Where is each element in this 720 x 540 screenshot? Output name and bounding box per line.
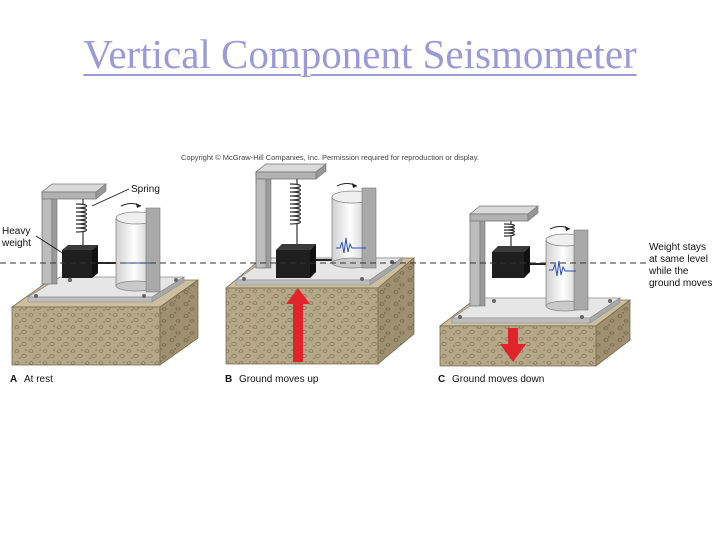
heavy-weight-a xyxy=(62,245,118,278)
spring-label: Spring xyxy=(131,184,160,195)
frame-c xyxy=(468,205,540,307)
heavy-weight-label-line1: Heavy xyxy=(2,226,30,237)
seismogram-trace-b xyxy=(336,237,366,254)
spring-b xyxy=(289,179,302,244)
heavy-weight-b xyxy=(276,244,336,278)
panel-c-letter: C xyxy=(438,374,445,385)
recording-drum-a xyxy=(115,203,161,293)
frame-b xyxy=(254,163,328,269)
weight-stays-label-line1: Weight stays xyxy=(649,242,706,253)
weight-stays-label-line2: at same level xyxy=(649,254,708,265)
panel-a-letter: A xyxy=(10,374,17,385)
panel-b-letter: B xyxy=(225,374,232,385)
panel-c-caption: Ground moves down xyxy=(452,374,544,385)
heavy-weight-label-line2: weight xyxy=(1,238,31,249)
weight-stays-label-line4: ground moves xyxy=(649,278,712,289)
spring-c xyxy=(503,221,516,248)
heavy-weight-leader-line xyxy=(35,235,65,255)
recording-drum-c xyxy=(545,226,589,312)
ground-up-arrow xyxy=(286,288,310,362)
panel-c-ground-down: C Ground moves down xyxy=(438,205,632,385)
panel-b-caption: Ground moves up xyxy=(239,374,319,385)
copyright-notice: Copyright © McGraw-Hill Companies, Inc. … xyxy=(181,153,479,162)
frame-a xyxy=(40,183,108,285)
slide-title: Vertical Component Seismometer xyxy=(83,31,637,77)
heavy-weight-c xyxy=(492,246,552,278)
panel-a-caption: At rest xyxy=(24,374,53,385)
spring-a xyxy=(75,199,88,248)
seismogram-trace-c xyxy=(549,260,576,277)
spring-leader-line xyxy=(91,188,130,207)
panel-b-ground-up: B Ground moves up xyxy=(224,163,416,385)
ground-down-arrow xyxy=(500,328,526,362)
weight-stays-label-line3: while the xyxy=(648,266,689,277)
panel-a-at-rest: Spring Heavy weight A At rest xyxy=(1,183,200,385)
recording-drum-b xyxy=(331,183,377,269)
